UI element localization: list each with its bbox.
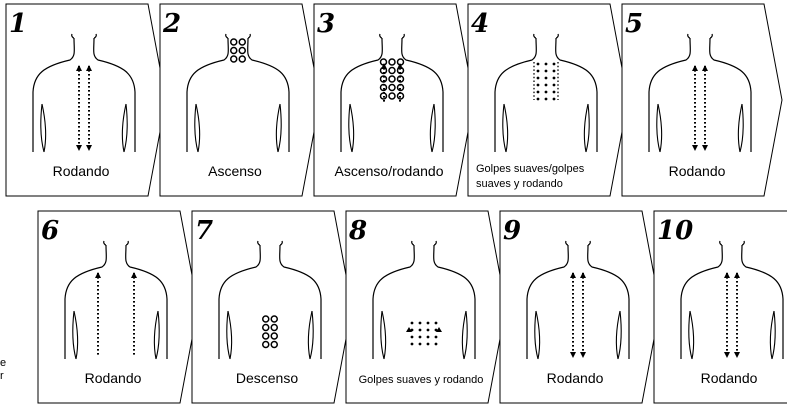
step-number: 1	[9, 9, 27, 39]
tap-dot	[427, 343, 430, 346]
tap-dot	[553, 63, 556, 66]
tap-dot	[411, 322, 414, 325]
step-label-line-2: suaves y rodando	[476, 178, 563, 190]
tap-dot	[427, 329, 430, 332]
tap-dot	[537, 70, 540, 73]
step-label: Descenso	[236, 370, 298, 386]
tap-dot	[419, 322, 422, 325]
step-number: 5	[625, 9, 643, 39]
step-number: 2	[162, 9, 181, 39]
tap-dot	[545, 91, 548, 94]
step-label: Ascenso/rodando	[335, 163, 444, 179]
step-label: Rodando	[85, 370, 142, 386]
tap-dot	[545, 84, 548, 87]
step-label: Golpes suaves y rodando	[359, 374, 484, 386]
tap-dot	[427, 336, 430, 339]
tap-dot	[411, 336, 414, 339]
step-number: 4	[471, 9, 489, 39]
step-label: Golpes suaves/golpes	[476, 163, 585, 175]
step-label: Rodando	[669, 163, 726, 179]
edge-text-fragment-2: r	[0, 370, 4, 383]
step-panel-10: 10Rodando	[654, 211, 787, 403]
tap-dot	[537, 84, 540, 87]
step-label: Rodando	[53, 163, 110, 179]
tap-dot	[545, 70, 548, 73]
step-panel-3: 3Ascenso/rodando	[314, 4, 474, 196]
tap-dot	[553, 84, 556, 87]
tap-dot	[427, 322, 430, 325]
step-number: 6	[41, 216, 59, 246]
tap-dot	[553, 91, 556, 94]
step-panel-2: 2Ascenso	[160, 4, 320, 196]
tap-dot	[419, 343, 422, 346]
tap-dot	[537, 77, 540, 80]
tap-dot	[435, 343, 438, 346]
tap-dot	[419, 336, 422, 339]
tap-dot	[537, 98, 540, 101]
step-label: Rodando	[547, 370, 604, 386]
tap-dot	[419, 329, 422, 332]
tap-dot	[435, 336, 438, 339]
tap-dot	[545, 98, 548, 101]
tap-dot	[537, 63, 540, 66]
step-label: Ascenso	[208, 163, 262, 179]
edge-text-fragment-1: e	[0, 357, 6, 370]
tap-dot	[411, 343, 414, 346]
tap-dot	[553, 98, 556, 101]
step-label: Rodando	[701, 370, 758, 386]
step-number: 7	[195, 216, 213, 246]
step-number: 9	[503, 216, 521, 246]
step-number: 3	[317, 9, 335, 39]
tap-dot	[537, 91, 540, 94]
step-number: 8	[348, 216, 367, 246]
tap-dot	[545, 63, 548, 66]
step-number: 10	[657, 216, 693, 246]
tap-dot	[435, 322, 438, 325]
tap-dot	[553, 70, 556, 73]
tap-dot	[553, 77, 556, 80]
tap-dot	[545, 77, 548, 80]
